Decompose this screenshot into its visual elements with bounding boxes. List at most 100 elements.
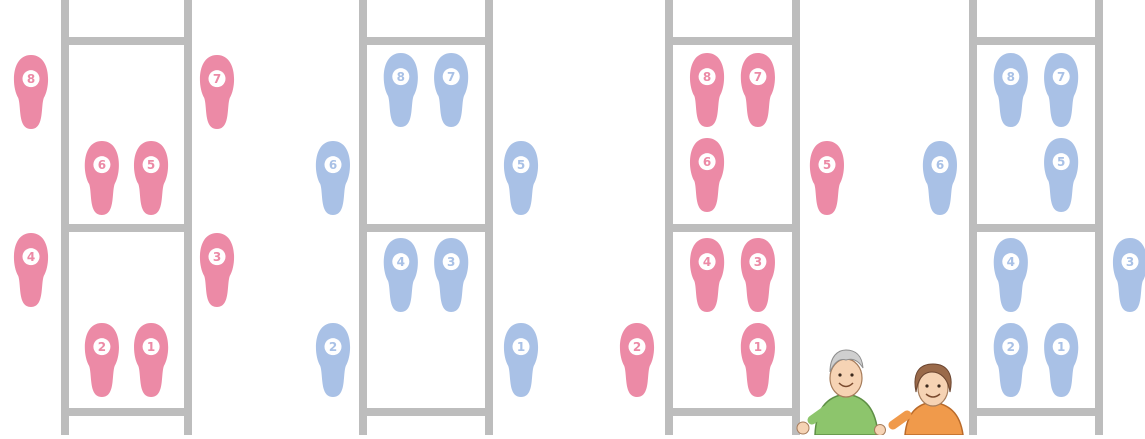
footprint-blue-4: 4 [384,238,418,312]
step-number-label: 2 [633,340,641,354]
footprint-shape [384,238,418,312]
ladder-rail [485,0,493,435]
footprint-shape [1113,238,1145,312]
footprint-pink-3: 3 [200,233,234,307]
step-number-label: 8 [703,70,711,84]
step-number-label: 5 [147,158,155,172]
step-number-label: 3 [213,250,221,264]
ladder-rung [665,37,800,45]
step-number-label: 7 [213,72,221,86]
footprint-shape [1044,138,1078,212]
footprint-blue-4: 4 [994,238,1028,312]
step-number-label: 1 [754,340,762,354]
footprint-shape [504,141,538,215]
footprint-pink-4: 4 [14,233,48,307]
step-number-label: 5 [823,158,831,172]
footprint-shape [384,53,418,127]
footprint-pink-1: 1 [741,323,775,397]
ladder-rung [61,224,192,232]
footprint-shape [134,323,168,397]
footprint-blue-1: 1 [1044,323,1078,397]
footprint-shape [690,138,724,212]
step-number-label: 3 [754,255,762,269]
footprint-shape [316,323,350,397]
footprint-blue-3: 3 [1113,238,1145,312]
footprint-pink-2: 2 [85,323,119,397]
step-number-label: 6 [98,158,106,172]
footprint-shape [923,141,957,215]
footprint-shape [85,323,119,397]
footprint-shape [690,238,724,312]
footprint-shape [994,53,1028,127]
ladder-rail [184,0,192,435]
footprint-pink-6: 6 [85,141,119,215]
step-number-label: 1 [1057,340,1065,354]
ladder-frame [359,0,493,435]
step-number-label: 7 [447,70,455,84]
ladder-rung [969,37,1103,45]
step-number-label: 5 [517,158,525,172]
footprint-pink-4: 4 [690,238,724,312]
footprint-pink-5: 5 [810,141,844,215]
footprint-shape [741,323,775,397]
footprint-blue-8: 8 [384,53,418,127]
step-number-label: 2 [1007,340,1015,354]
footprint-pink-6: 6 [690,138,724,212]
step-number-label: 2 [98,340,106,354]
footprint-shape [994,323,1028,397]
step-number-label: 6 [703,155,711,169]
footprint-shape [690,53,724,127]
footprint-shape [1044,323,1078,397]
footprint-blue-6: 6 [923,141,957,215]
ladder-rail [1095,0,1103,435]
footprint-shape [14,233,48,307]
step-number-label: 6 [936,158,944,172]
ladder-rung [665,224,800,232]
person-orange-shirt [875,364,964,435]
footprint-shape [14,55,48,129]
step-number-label: 3 [1126,255,1134,269]
step-number-label: 4 [27,250,35,264]
footprint-shape [741,238,775,312]
footprint-blue-2: 2 [316,323,350,397]
footprint-shape [434,238,468,312]
step-number-label: 8 [397,70,405,84]
footprint-blue-3: 3 [434,238,468,312]
ladder-rung [359,37,493,45]
ladder-rung [969,408,1103,416]
step-number-label: 6 [329,158,337,172]
ladder-rail [61,0,69,435]
ladder-rung [969,224,1103,232]
ladder-rail [359,0,367,435]
step-number-label: 7 [754,70,762,84]
step-number-label: 5 [1057,155,1065,169]
footprint-pink-7: 7 [200,55,234,129]
footprint-shape [810,141,844,215]
footprint-shape [134,141,168,215]
step-number-label: 2 [329,340,337,354]
footprint-pink-2: 2 [620,323,654,397]
step-number-label: 8 [27,72,35,86]
footprint-shape [620,323,654,397]
footprint-shape [504,323,538,397]
footprint-shape [200,55,234,129]
footprint-pink-5: 5 [134,141,168,215]
footprint-shape [316,141,350,215]
step-number-label: 1 [147,340,155,354]
ladder-rung [359,408,493,416]
footprint-shape [200,233,234,307]
two-people-illustration [797,350,963,435]
footprint-shape [85,141,119,215]
ladder-rail [969,0,977,435]
footprint-pink-1: 1 [134,323,168,397]
ladder-frame [61,0,192,435]
step-number-label: 3 [447,255,455,269]
ladder-rung [61,408,192,416]
ladder-rail [792,0,800,435]
footprint-blue-7: 7 [1044,53,1078,127]
footprint-blue-5: 5 [1044,138,1078,212]
ladder-rung [359,224,493,232]
footprint-shape [1044,53,1078,127]
